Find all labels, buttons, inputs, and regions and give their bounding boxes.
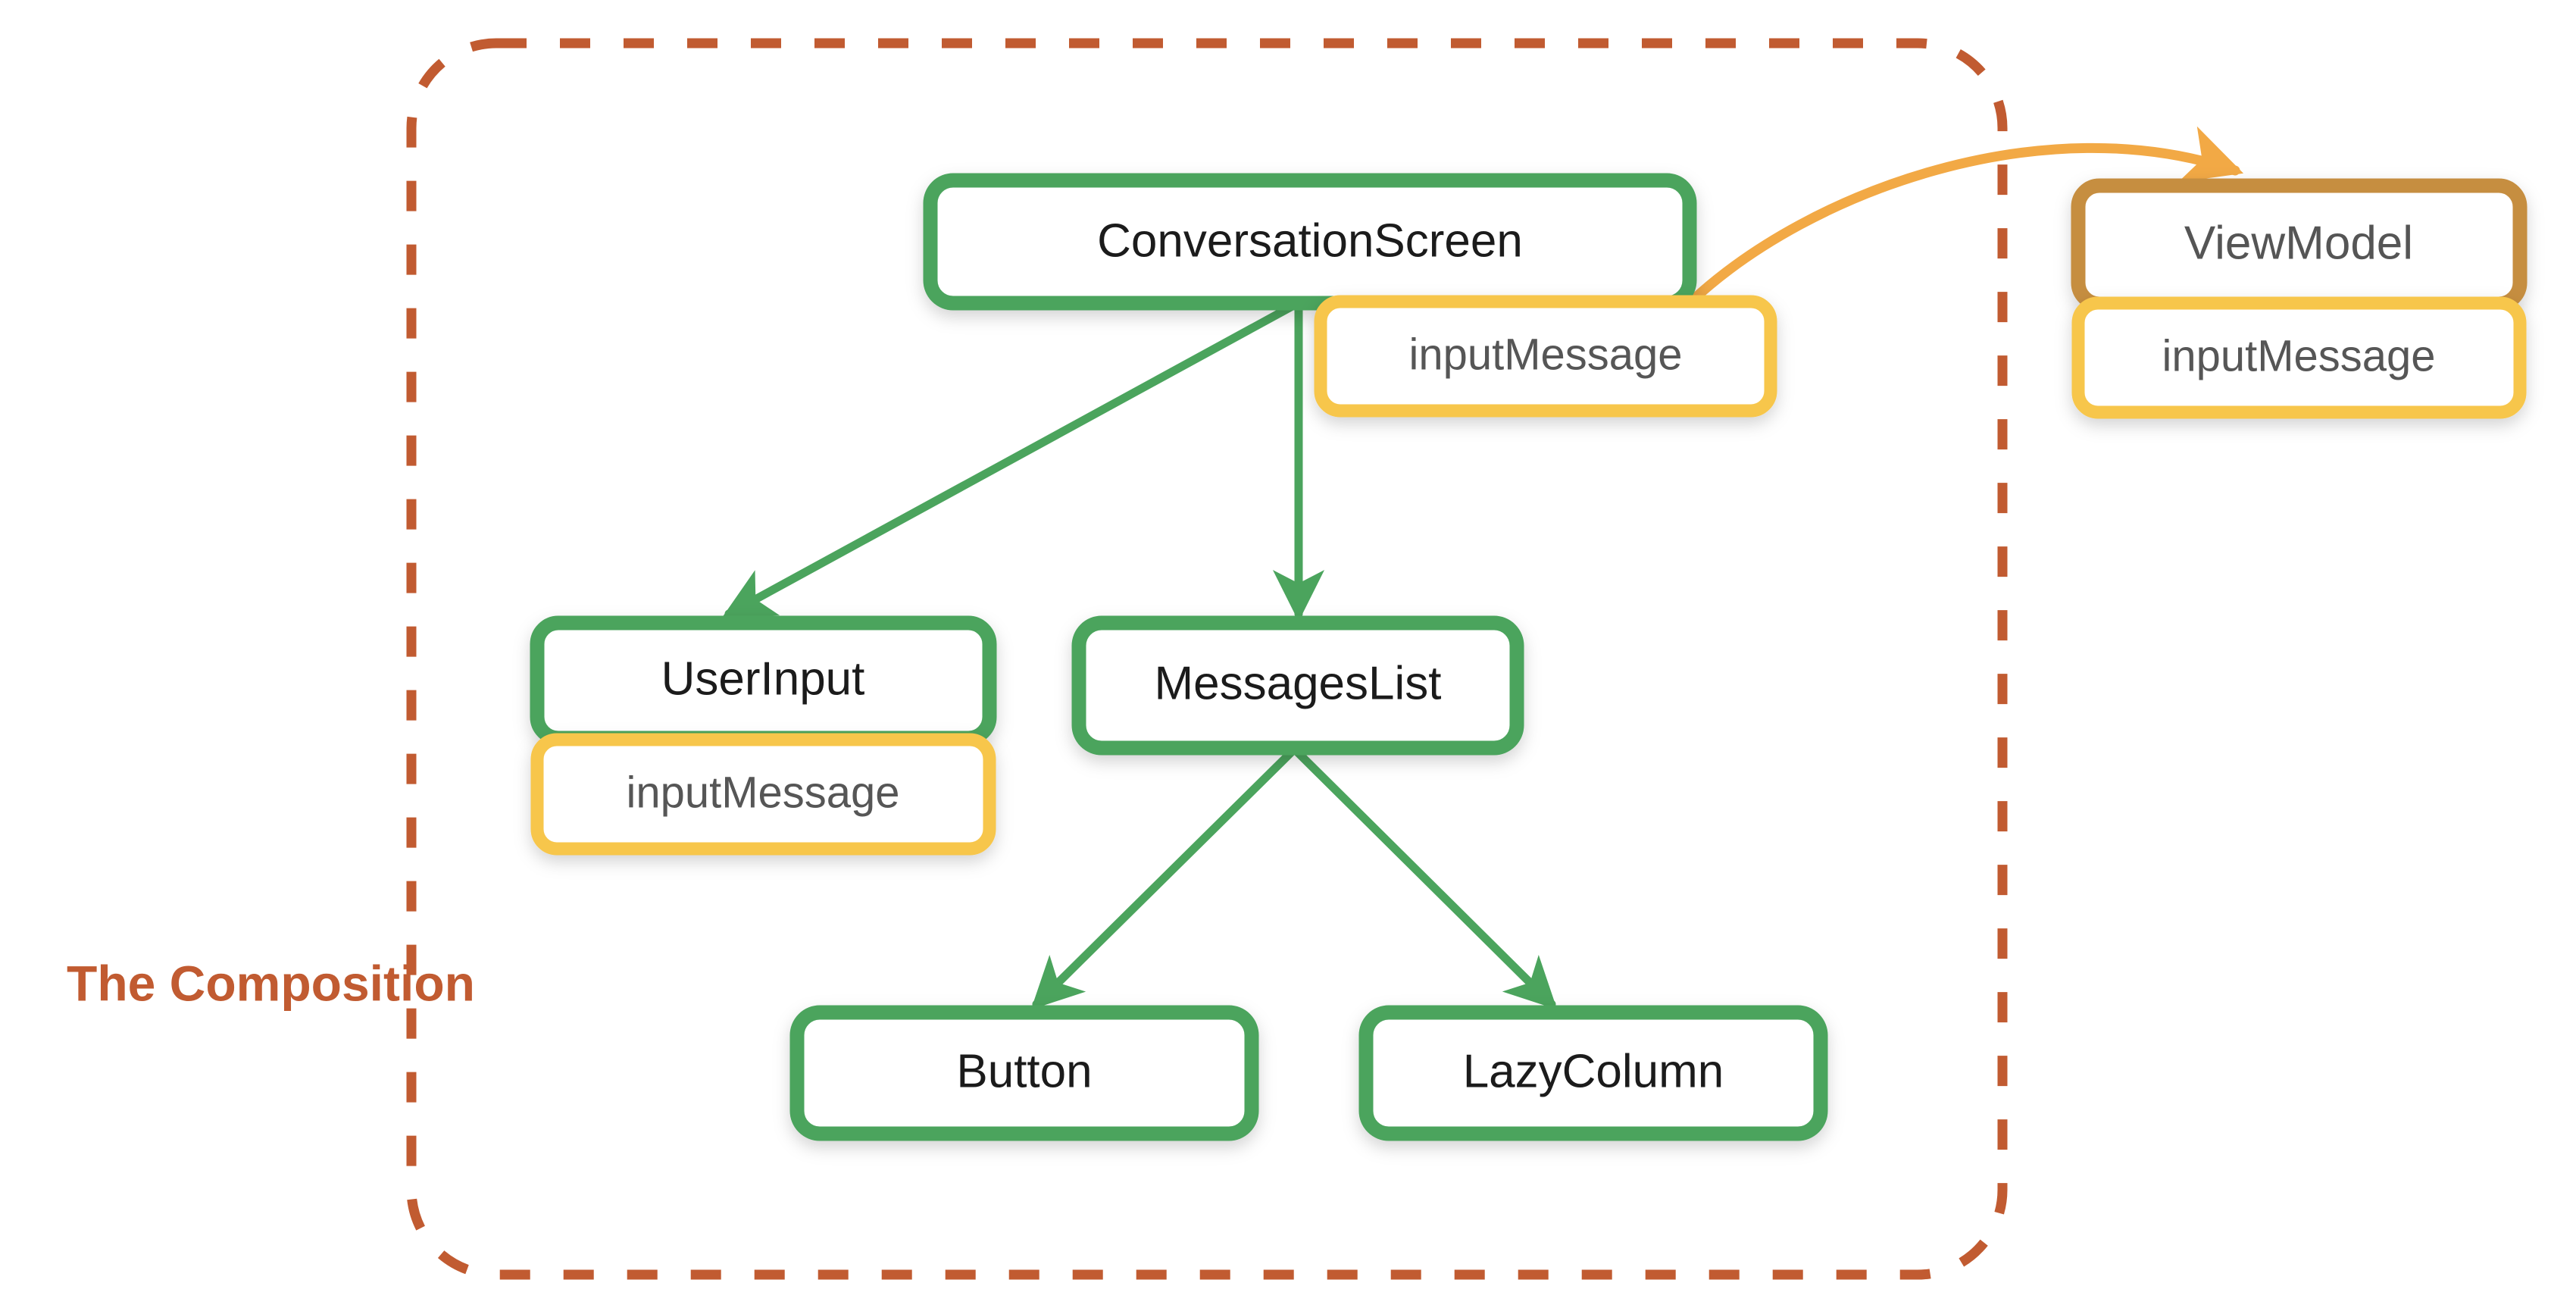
node-conversation-screen[interactable]: ConversationScreen: [923, 173, 1697, 311]
state-chip-view-model[interactable]: inputMessage: [2071, 296, 2527, 419]
node-lazy-column-box[interactable]: [1358, 1005, 1828, 1141]
node-view-model-label: ViewModel: [2184, 217, 2413, 269]
node-view-model[interactable]: ViewModel: [2071, 178, 2528, 311]
node-lazy-column[interactable]: LazyColumn: [1358, 1005, 1828, 1141]
state-chip-user-input[interactable]: inputMessage: [530, 733, 996, 856]
edge-messages-to-lazy-column: [1293, 747, 1558, 1010]
node-messages-list-box[interactable]: [1071, 615, 1524, 756]
state-chip-user-input-label: inputMessage: [626, 768, 899, 817]
edge-messages-to-button: [1030, 747, 1296, 1010]
state-chip-conversation-screen[interactable]: inputMessage: [1314, 295, 1777, 418]
state-chip-user-input-box[interactable]: [530, 733, 996, 856]
node-button-label: Button: [956, 1045, 1092, 1097]
node-button-box[interactable]: [789, 1005, 1259, 1141]
state-chip-conversation-screen-box[interactable]: [1314, 295, 1777, 418]
edge-layer: [722, 126, 2244, 1010]
composition-group-boundary: [406, 38, 2008, 1280]
state-chip-view-model-label: inputMessage: [2162, 331, 2435, 380]
node-user-input-label: UserInput: [661, 652, 865, 705]
node-lazy-column-label: LazyColumn: [1463, 1045, 1724, 1097]
state-chip-view-model-box[interactable]: [2071, 296, 2527, 419]
state-chip-conversation-screen-label: inputMessage: [1408, 330, 1682, 379]
node-conversation-screen-box[interactable]: [923, 173, 1697, 311]
edge-conversation-to-user-input: [722, 299, 1302, 618]
node-conversation-screen-label: ConversationScreen: [1097, 214, 1523, 267]
group-dashed-border: [406, 38, 2008, 1280]
node-user-input[interactable]: UserInput: [530, 615, 997, 746]
group-caption-label: The Composition: [67, 955, 475, 1011]
edge-conversation-to-view-model: [1686, 126, 2244, 307]
node-messages-list[interactable]: MessagesList: [1071, 615, 1524, 756]
node-button[interactable]: Button: [789, 1005, 1259, 1141]
node-messages-list-label: MessagesList: [1154, 657, 1441, 709]
